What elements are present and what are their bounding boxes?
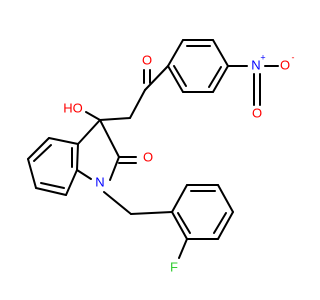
atom-label: N [95, 174, 104, 189]
bond [212, 65, 229, 93]
molecule-diagram: N + O - O O HO O N [27, 39, 295, 274]
bond [99, 119, 120, 158]
hydroxyl-group: HO [63, 100, 101, 121]
bond [99, 117, 131, 121]
bond [76, 169, 92, 180]
fluorophenyl-ring [171, 184, 234, 240]
fluorine-substituent: F [170, 238, 188, 274]
bond [77, 119, 101, 145]
bond [167, 39, 184, 67]
bond [217, 184, 234, 213]
bond [208, 66, 222, 88]
charge-label: + [260, 52, 265, 62]
bond [65, 169, 78, 196]
charge-label: - [292, 52, 295, 62]
bond [173, 65, 187, 87]
atom-label: N [251, 57, 260, 72]
bond [85, 111, 101, 121]
bond [76, 143, 79, 171]
bond [144, 65, 169, 91]
bond [171, 184, 188, 213]
structure-canvas: N + O - O O HO O N [27, 39, 295, 275]
bond [27, 158, 37, 189]
bond [178, 238, 188, 259]
bond [177, 212, 191, 234]
atom-label: HO [63, 100, 83, 115]
bond [103, 191, 132, 215]
bond [27, 137, 50, 160]
nitro-group: N + O - O [227, 52, 295, 120]
ketone-chain: O [99, 52, 169, 121]
atom-label: O [252, 105, 262, 120]
bond [212, 39, 229, 67]
atom-label: O [143, 149, 153, 164]
bond [40, 182, 65, 189]
atom-label: O [142, 52, 152, 67]
bond [109, 156, 120, 181]
bond [48, 137, 79, 145]
indole-benzene-ring [27, 137, 79, 196]
bond [171, 211, 188, 240]
benzyl-linker [103, 191, 173, 215]
bond [35, 187, 67, 196]
atom-label: O [280, 57, 290, 72]
bond [167, 65, 184, 93]
bond [130, 211, 173, 215]
bond [33, 144, 52, 162]
lactam-ring: O N [76, 119, 153, 189]
nitrophenyl-ring [167, 39, 229, 93]
atom-label: F [170, 259, 178, 274]
bond [129, 89, 146, 119]
bond [217, 211, 234, 240]
bond [213, 212, 227, 234]
